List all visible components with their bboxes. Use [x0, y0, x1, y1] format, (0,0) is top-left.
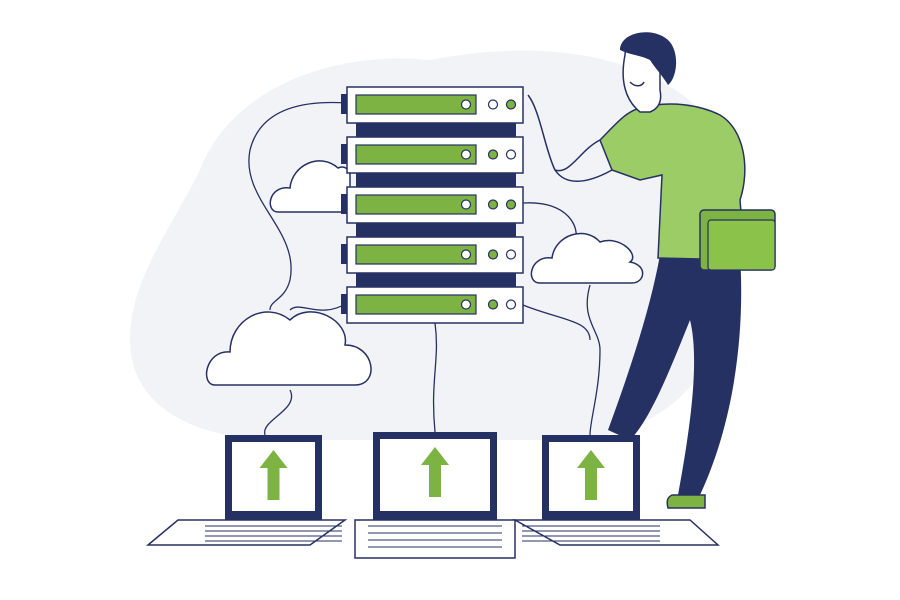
- led-indicator: [505, 149, 517, 160]
- led-indicator: [487, 249, 499, 260]
- server-handle: [341, 294, 349, 314]
- led-indicator: [460, 199, 472, 210]
- server-drive-bar: [355, 294, 477, 315]
- led-indicator: [505, 199, 517, 210]
- led-indicator: [460, 249, 472, 260]
- cloud-icon: [205, 311, 372, 386]
- led-indicator: [505, 99, 517, 110]
- led-indicator: [487, 99, 499, 110]
- led-indicator: [487, 149, 499, 160]
- laptops: [145, 432, 720, 559]
- cables: [248, 101, 601, 436]
- led-indicator: [460, 299, 472, 310]
- server-unit: [341, 236, 524, 274]
- server-drive-bar: [355, 244, 477, 265]
- server-handle: [341, 144, 349, 164]
- upload-arrow-icon: [577, 450, 605, 500]
- led-indicator: [487, 299, 499, 310]
- server-drive-bar: [355, 144, 477, 165]
- server-unit: [341, 136, 524, 174]
- server-drive-bar: [355, 194, 477, 215]
- server-handle: [341, 94, 349, 114]
- upload-arrow-icon: [421, 447, 449, 497]
- person-pants: [608, 255, 742, 495]
- led-indicator: [460, 99, 472, 110]
- upload-arrow-icon: [259, 450, 288, 500]
- cloud-icon: [530, 232, 644, 284]
- person: [527, 32, 776, 509]
- person-hair: [620, 32, 677, 85]
- server-handle: [341, 244, 349, 264]
- server-drive-bar: [355, 94, 477, 115]
- led-indicator: [460, 149, 472, 160]
- server-unit: [341, 286, 524, 324]
- laptop: [512, 435, 720, 546]
- server-handle: [341, 194, 349, 214]
- server-rack: [341, 86, 524, 324]
- laptop: [354, 432, 516, 559]
- shoe: [666, 494, 706, 509]
- server-unit: [341, 186, 524, 224]
- led-indicator: [505, 249, 517, 260]
- led-indicator: [487, 199, 499, 210]
- server-unit: [341, 86, 524, 124]
- led-indicator: [505, 299, 517, 310]
- laptop: [145, 435, 348, 546]
